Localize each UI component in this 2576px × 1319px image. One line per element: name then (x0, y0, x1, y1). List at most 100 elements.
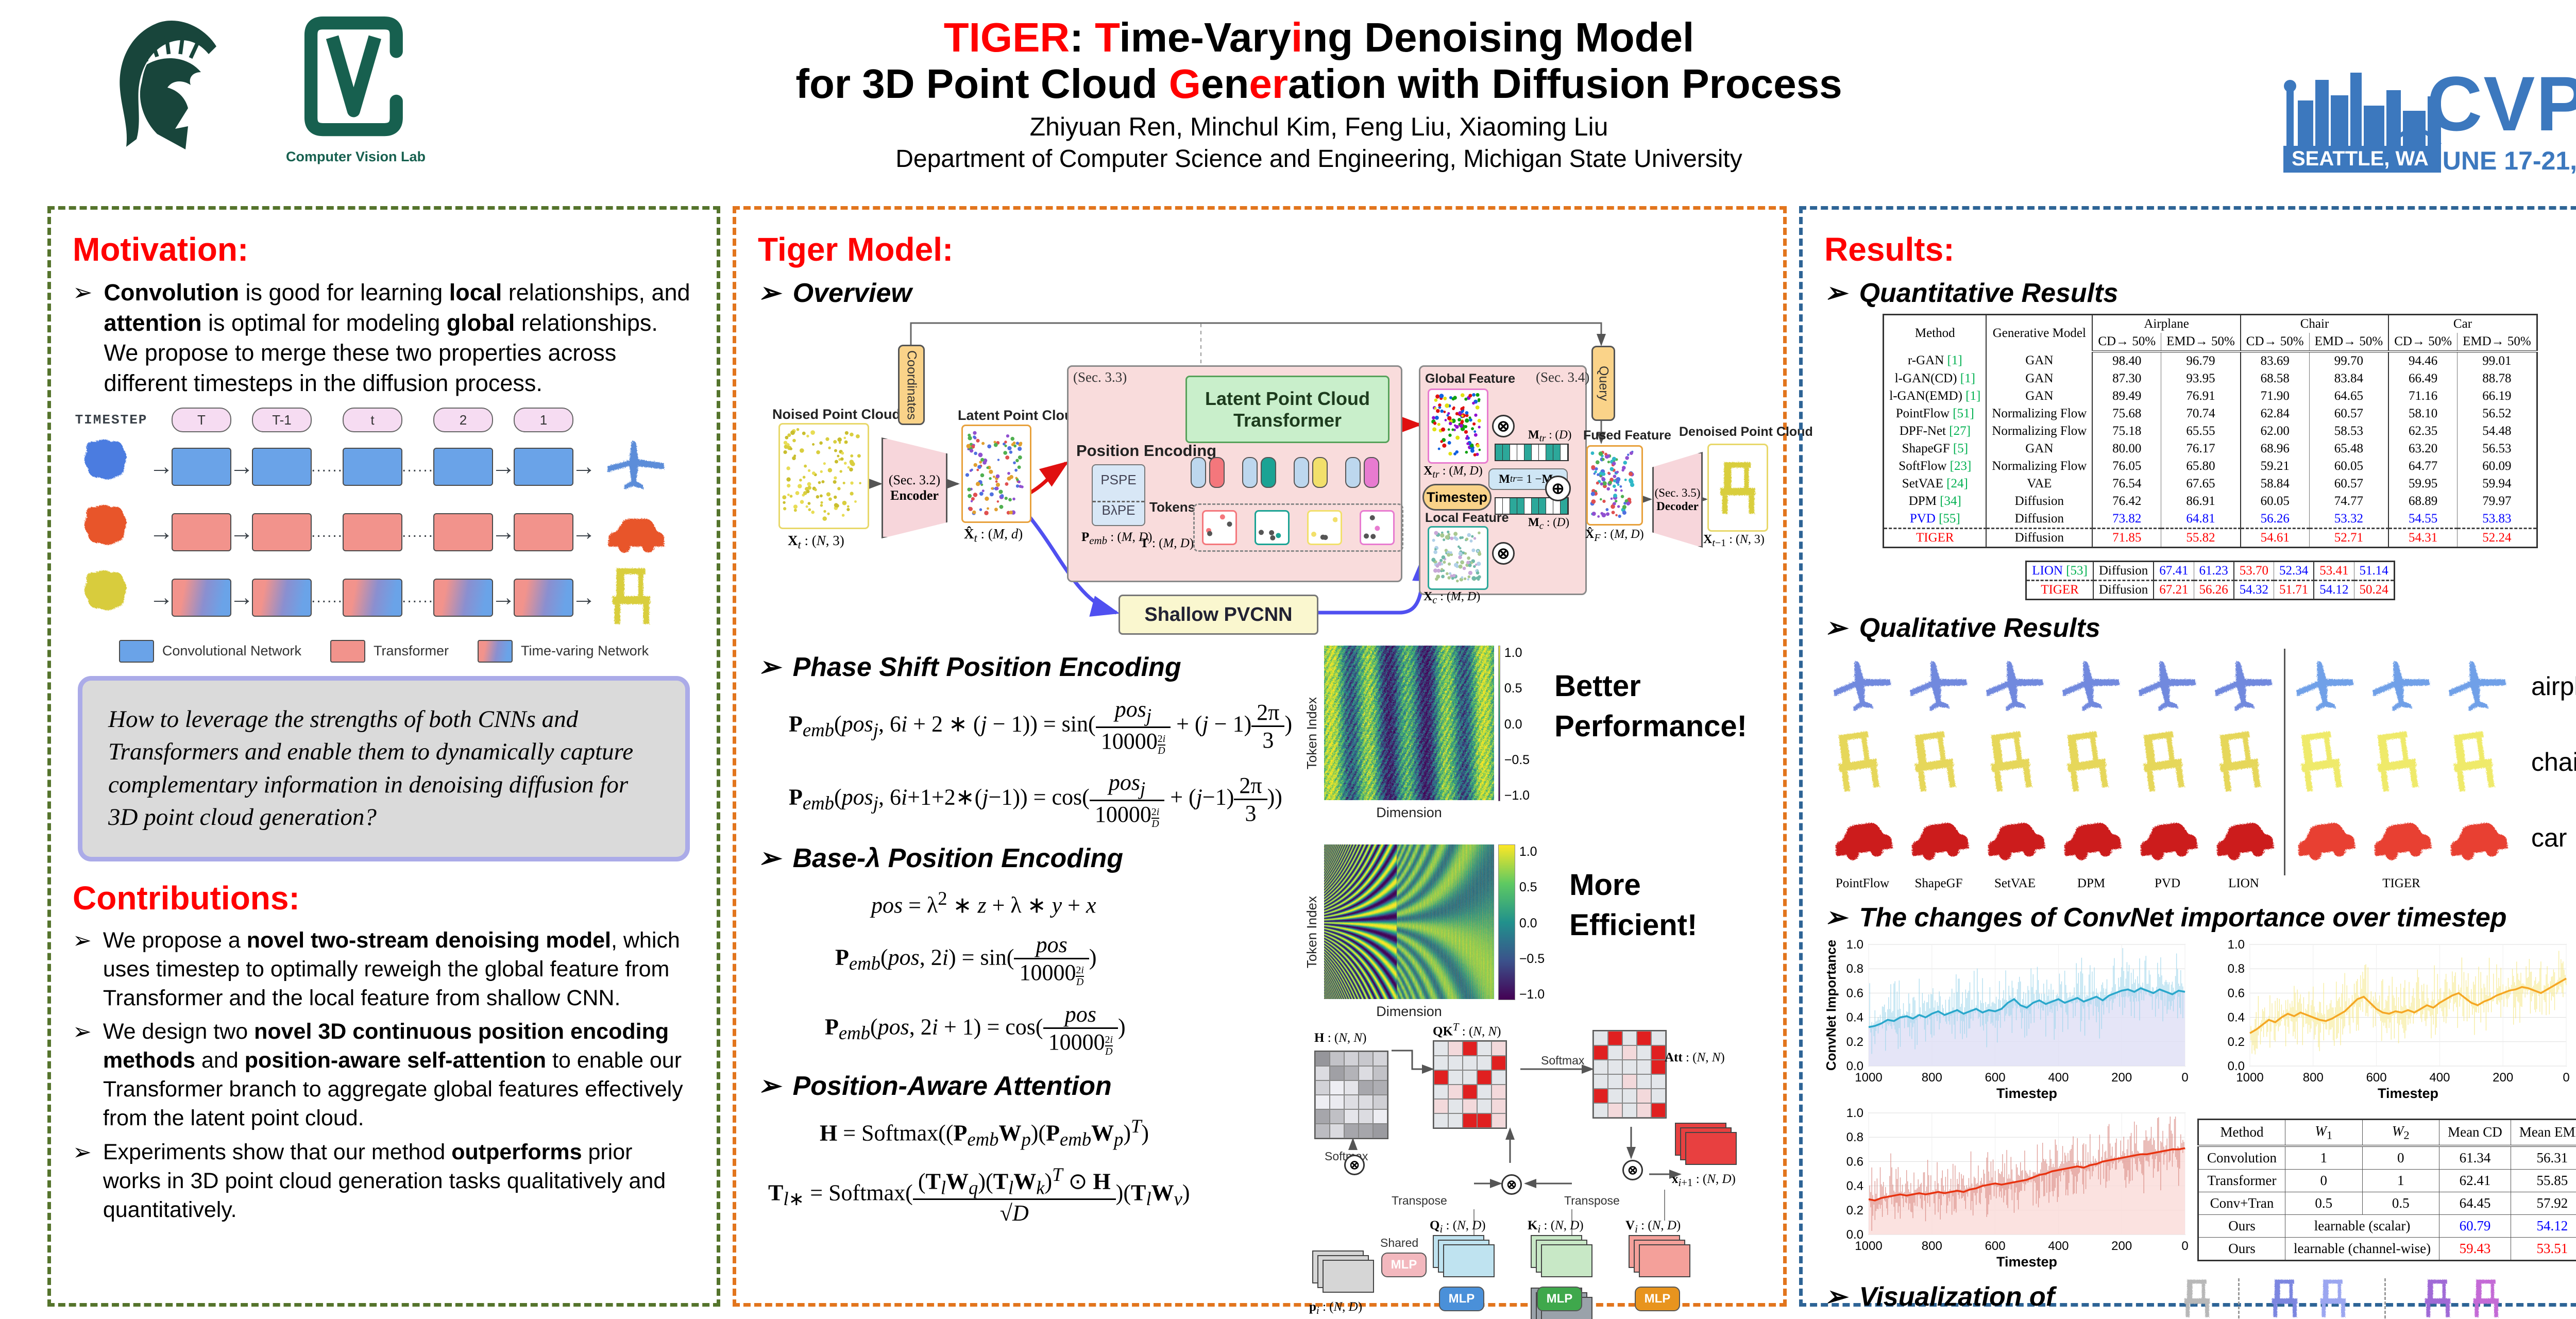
legend-label: Transformer (374, 643, 449, 659)
point-cloud-sample (1828, 806, 1896, 869)
attention-viz-section: ➢ Visualization of attention maps in 3D … (1824, 1278, 2576, 1319)
contribution-bullet: ➢We design two novel 3D continuous posit… (73, 1018, 695, 1133)
contribution-text: We propose a novel two-stream denoising … (103, 927, 680, 1010)
flow-arrow-icon: → (229, 518, 254, 546)
paa-bullet: ➢ Position-Aware Attention (758, 1071, 1112, 1101)
token-pill (1345, 457, 1361, 488)
class-label: chair (2531, 747, 2576, 776)
svg-text:0.2: 0.2 (1846, 1204, 1863, 1217)
bullet-arrow-icon: ➢ (73, 1139, 92, 1165)
h-matrix (1314, 1051, 1388, 1139)
timestep-pill: T (172, 408, 231, 432)
timestep-pill: t (343, 408, 402, 432)
bullet-arrow-icon: ➢ (73, 279, 93, 306)
better-performance-text: Better Performance! (1554, 669, 1747, 743)
svg-text:1.0: 1.0 (2228, 938, 2245, 952)
point-cloud-sample (1828, 730, 1896, 793)
mc-mask-bar (1495, 497, 1569, 515)
bullet-arrow-icon: ➢ (758, 278, 781, 308)
x-next-stack (1675, 1123, 1737, 1169)
latent-point-cloud-label: Latent Point Cloud (958, 408, 1081, 423)
svg-text:800: 800 (1922, 1071, 1942, 1085)
svg-text:0.6: 0.6 (1846, 1155, 1863, 1169)
mask-relation-box: Mtr = 1 − Mc (1488, 468, 1568, 490)
point-cloud-sample (1905, 730, 1973, 793)
qk-matrix (1433, 1040, 1507, 1129)
model-column: Tiger Model: ➢ Overview Noised Point Clo… (733, 206, 1813, 1319)
noisy-point-cloud (80, 567, 142, 628)
p-stack-label: pi : (N, D) (1309, 1300, 1363, 1316)
flow-arrow-icon: → (229, 453, 254, 480)
svg-text:0.6: 0.6 (2228, 986, 2245, 1000)
xc-label: Xc : (M, D) (1423, 590, 1481, 606)
svg-text:0.0: 0.0 (1846, 1228, 1863, 1242)
svg-text:0.8: 0.8 (1846, 1130, 1863, 1144)
global-feature-label: Global Feature (1425, 371, 1516, 386)
mix-legend-swatch (478, 640, 513, 663)
sec34-tag: (Sec. 3.4) (1536, 369, 1590, 385)
poster-title: TIGER: Time-Varying Denoising Model for … (795, 14, 1842, 173)
method-label: LION (2228, 876, 2259, 890)
k-stack-label: Ki : (N, D) (1528, 1219, 1584, 1235)
shallow-pvcnn-box: Shallow PVCNN (1118, 595, 1318, 635)
flow-arrow-icon: → (571, 453, 596, 480)
xt-label: Xt : (N, 3) (788, 533, 844, 551)
att-matrix (1592, 1030, 1667, 1119)
formulas-pane: ➢ Phase Shift Position Encoding Pemb(pos… (758, 644, 1304, 1319)
svg-text:200: 200 (2111, 1071, 2132, 1085)
multiply-node-icon: ⊗ (1344, 1155, 1365, 1175)
svg-text:0: 0 (2181, 1071, 2188, 1085)
motivation-heading: Motivation: (73, 231, 249, 268)
contribution-text: Experiments show that our method outperf… (103, 1139, 666, 1222)
multiply-node-icon: ⊗ (1622, 1160, 1643, 1180)
quantitative-bullet: ➢ Quantitative Results (1824, 278, 2119, 308)
bullet-arrow-icon: ➢ (758, 1071, 781, 1101)
cvpr-location-text: SEATTLE, WA (2292, 147, 2429, 170)
method-label: PVD (2154, 876, 2180, 890)
token-sample-box (1255, 510, 1290, 545)
svg-text:800: 800 (1922, 1239, 1942, 1253)
method-label: PointFlow (1835, 876, 1890, 890)
att-matrix-label: Att : (N, N) (1665, 1051, 1725, 1064)
flow-arrow-icon: → (491, 453, 516, 480)
denoise-block (343, 513, 402, 551)
contribution-text: We design two novel 3D continuous positi… (103, 1019, 683, 1131)
contributions-list: ➢ We propose a novel two-stream denoising… (73, 926, 695, 1225)
mlp-box: MLP (1381, 1253, 1427, 1277)
q-stack (1433, 1235, 1495, 1281)
msu-spartan-logo (108, 15, 237, 173)
token-pill (1191, 457, 1206, 488)
point-cloud-sample (1981, 806, 2049, 869)
cvpr-skyline-graphic: SEATTLE, WA (2283, 73, 2442, 173)
flow-arrow-icon: → (571, 584, 596, 611)
tran-legend-swatch (330, 640, 366, 663)
xt1-label: Xt−1 : (N, 3) (1703, 533, 1765, 549)
qk-matrix-label: QKT : (N, N) (1433, 1021, 1501, 1039)
contributions-heading: Contributions: (73, 879, 300, 917)
base-formula-0: pos = λ2 ∗ z + λ ∗ y + x (871, 887, 1096, 918)
authors: Zhiyuan Ren, Minchul Kim, Feng Liu, Xiao… (1029, 112, 1608, 142)
dashed-divider (2384, 1278, 2386, 1319)
query-figure: (a): Query (2175, 1278, 2226, 1319)
denoise-block (252, 578, 312, 617)
global-feature-image (1428, 388, 1488, 464)
denoise-block (433, 447, 493, 486)
svg-text:0.8: 0.8 (1846, 962, 1863, 976)
denoise-block (433, 578, 493, 617)
paa-formula-1: H = Softmax((PembWp)(PembWp)T) (820, 1115, 1149, 1149)
affiliation: Department of Computer Science and Engin… (895, 145, 1742, 173)
svg-text:600: 600 (1985, 1071, 2006, 1085)
svg-text:1.0: 1.0 (1846, 1107, 1863, 1120)
point-cloud-sample (2444, 730, 2512, 793)
